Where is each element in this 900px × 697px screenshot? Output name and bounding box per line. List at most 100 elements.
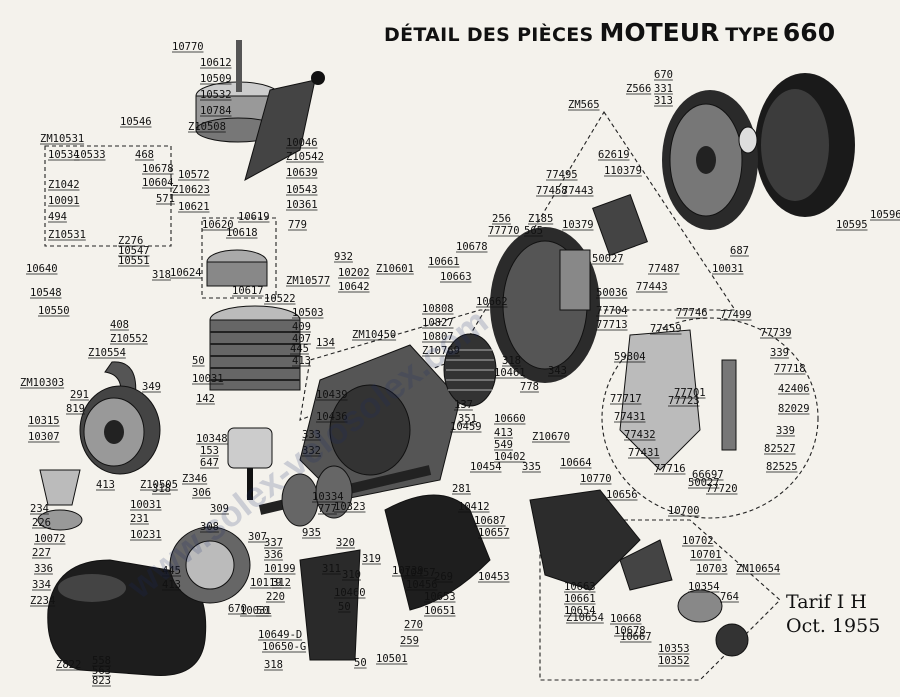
part-label: 764: [720, 591, 739, 603]
part-label: 77723: [668, 395, 700, 407]
part-label: 231: [130, 513, 149, 525]
part-label: 62619: [598, 149, 630, 161]
group-outline-magneto: [601, 317, 819, 519]
part-label: 10621: [178, 201, 210, 213]
part-label: 10543: [286, 184, 318, 196]
title-main: MOTEUR: [599, 18, 720, 47]
part-label: 318: [152, 269, 171, 281]
part-label: 778: [520, 381, 539, 393]
part-label: 110379: [604, 165, 642, 177]
part-label: 334: [32, 579, 51, 591]
part-label: 50027: [688, 477, 720, 489]
part-label: 318: [502, 355, 521, 367]
part-label: 10620: [202, 219, 234, 231]
part-label: 10807: [422, 331, 454, 343]
part-label: 82525: [766, 461, 798, 473]
part-label: 10664: [560, 457, 592, 469]
part-label: 308: [200, 521, 219, 533]
part-label: 234: [30, 503, 49, 515]
title-type-number: 660: [782, 18, 836, 47]
part-label: 10551: [118, 255, 150, 267]
part-label: 10231: [130, 529, 162, 541]
part-label: 10546: [120, 116, 152, 128]
tarif-line-1: Tarif I H: [786, 591, 867, 613]
part-label: 932: [334, 251, 353, 263]
part-label: 10617: [232, 285, 264, 297]
part-label: 413: [494, 427, 513, 439]
part-label: 310: [342, 569, 361, 581]
pulley-group: [619, 539, 749, 657]
part-label: 77716: [654, 463, 686, 475]
part-label: 343: [548, 365, 567, 377]
part-label: 142: [196, 393, 215, 405]
part-label: 10072: [34, 533, 66, 545]
part-label: 687: [730, 245, 749, 257]
part-label: 10532: [200, 89, 232, 101]
part-label: 10361: [286, 199, 318, 211]
part-label: 445: [162, 565, 181, 577]
part-label: Z822: [56, 659, 81, 671]
part-label: 77704: [596, 305, 628, 317]
part-label: 10663: [440, 271, 472, 283]
part-label: 10031: [712, 263, 744, 275]
part-label: 571: [156, 193, 175, 205]
part-label: 10618: [226, 227, 258, 239]
part-label: 82527: [764, 443, 796, 455]
part-label: 10639: [286, 167, 318, 179]
part-label: Z10505: [140, 479, 178, 491]
part-label: 494: [48, 211, 67, 223]
part-label: 10457: [404, 567, 436, 579]
part-label: 77770: [488, 225, 520, 237]
part-label: Z10601: [376, 263, 414, 275]
part-label: 220: [266, 591, 285, 603]
part-label: 10522: [264, 293, 296, 305]
part-label: 77495: [546, 169, 578, 181]
part-label: 10653: [424, 591, 456, 603]
part-label: 337: [264, 537, 283, 549]
part-label: 335: [522, 461, 541, 473]
part-label: 10642: [338, 281, 370, 293]
part-label: 10596: [870, 209, 900, 221]
part-label: 10550: [38, 305, 70, 317]
part-label: 318: [264, 659, 283, 671]
part-label: 10701: [690, 549, 722, 561]
part-label: 259: [400, 635, 419, 647]
part-label: Z10552: [110, 333, 148, 345]
part-label: 408: [110, 319, 129, 331]
part-label: 10533: [74, 149, 106, 161]
part-label: 10402: [494, 451, 526, 463]
part-label: 10656: [606, 489, 638, 501]
part-label: 10534: [48, 149, 80, 161]
part-label: 331: [654, 83, 673, 95]
part-label: ZM10654: [736, 563, 780, 575]
title-prefix: DÉTAIL DES PIÈCES: [384, 24, 594, 46]
part-label: 823: [92, 675, 111, 687]
part-label: 10678: [614, 625, 646, 637]
part-label: 10199: [264, 563, 296, 575]
part-label: 10501: [376, 653, 408, 665]
part-label: 10461: [494, 367, 526, 379]
part-label: 819: [66, 403, 85, 415]
part-label: 10031: [240, 605, 272, 617]
part-label: 77713: [596, 319, 628, 331]
coil: [592, 194, 648, 256]
part-label: 227: [32, 547, 51, 559]
part-label: 77739: [760, 327, 792, 339]
part-label: 10649-D: [258, 629, 302, 641]
part-label: ZM565: [568, 99, 600, 111]
part-label: Z10542: [286, 151, 324, 163]
part-label: 307: [248, 531, 267, 543]
part-label: 647: [200, 457, 219, 469]
part-label: 59804: [614, 351, 646, 363]
part-label: ZM10577: [286, 275, 330, 287]
part-label: 42406: [778, 383, 810, 395]
fuel-pump: [169, 526, 251, 604]
part-label: Z1042: [48, 179, 80, 191]
part-label: 10379: [562, 219, 594, 231]
part-label: 10700: [668, 505, 700, 517]
part-label: Z234: [30, 595, 55, 607]
group-outline-head: [201, 217, 277, 299]
